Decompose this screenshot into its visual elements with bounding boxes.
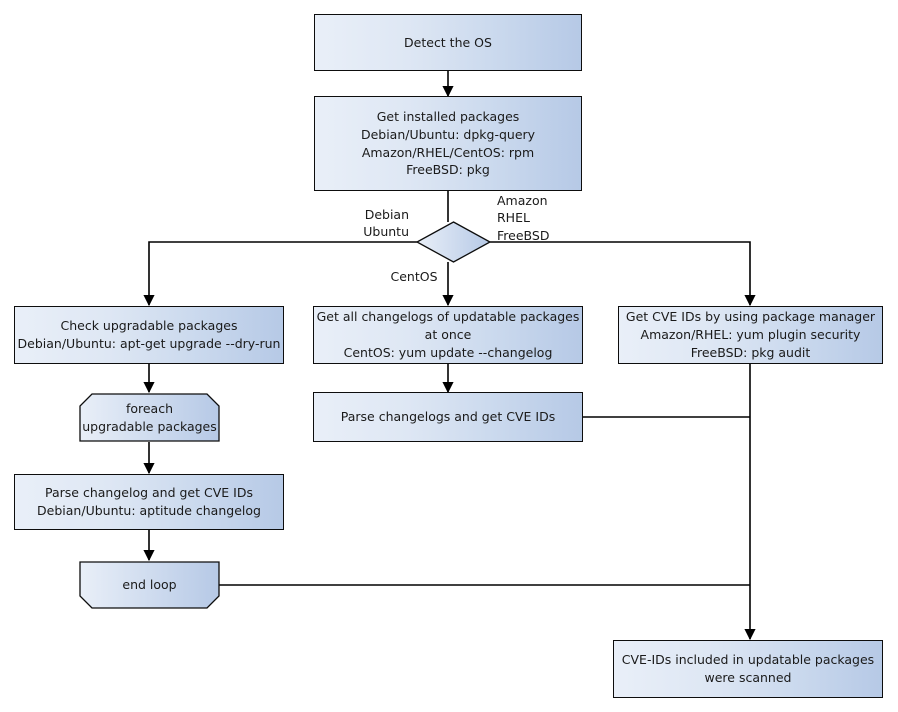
node-foreach-loop-start[interactable]: foreach upgradable packages [79,393,220,442]
loop-start-shape [79,393,220,442]
node-detect-os-label: Detect the OS [404,34,492,50]
edge-decision-debian [143,241,417,307]
node-check-upgradable-packages[interactable]: Check upgradable packages Debian/Ubuntu:… [14,306,284,364]
node-parse-changelog-label: Parse changelog and get CVE IDs Debian/U… [37,485,261,518]
node-end-loop[interactable]: end loop [79,561,220,609]
node-parse-changelogs-cve[interactable]: Parse changelogs and get CVE IDs [313,392,583,442]
edge-decision-amazon [490,241,756,307]
node-scan-complete[interactable]: CVE-IDs included in updatable packages w… [613,640,883,698]
node-get-all-changelogs-label: Get all changelogs of updatable packages… [316,309,580,360]
edge-label-centos: CentOS [390,269,438,284]
node-get-cve-package-manager[interactable]: Get CVE IDs by using package manager Ama… [618,306,883,364]
node-get-installed-packages-label: Get installed packages Debian/Ubuntu: dp… [360,109,536,178]
decision-diamond-shape [415,221,492,263]
edge-label-debian-ubuntu: Debian Ubuntu [363,207,409,240]
node-scan-complete-label: CVE-IDs included in updatable packages w… [621,652,875,685]
node-parse-changelog[interactable]: Parse changelog and get CVE IDs Debian/U… [14,474,284,530]
node-os-decision[interactable] [415,220,492,264]
loop-end-shape [79,561,220,609]
node-get-cve-package-manager-label: Get CVE IDs by using package manager Ama… [625,309,876,360]
edge-label-amazon-rhel-freebsd: Amazon RHEL FreeBSD [497,193,550,243]
node-end-loop-label: end loop [122,577,177,593]
node-detect-os[interactable]: Detect the OS [314,14,582,71]
node-check-upgradable-packages-label: Check upgradable packages Debian/Ubuntu:… [17,318,281,351]
node-get-installed-packages[interactable]: Get installed packages Debian/Ubuntu: dp… [314,96,582,191]
node-parse-changelogs-cve-label: Parse changelogs and get CVE IDs [340,409,556,425]
node-get-all-changelogs[interactable]: Get all changelogs of updatable packages… [313,306,583,364]
node-foreach-loop-start-label: foreach upgradable packages [82,400,217,434]
